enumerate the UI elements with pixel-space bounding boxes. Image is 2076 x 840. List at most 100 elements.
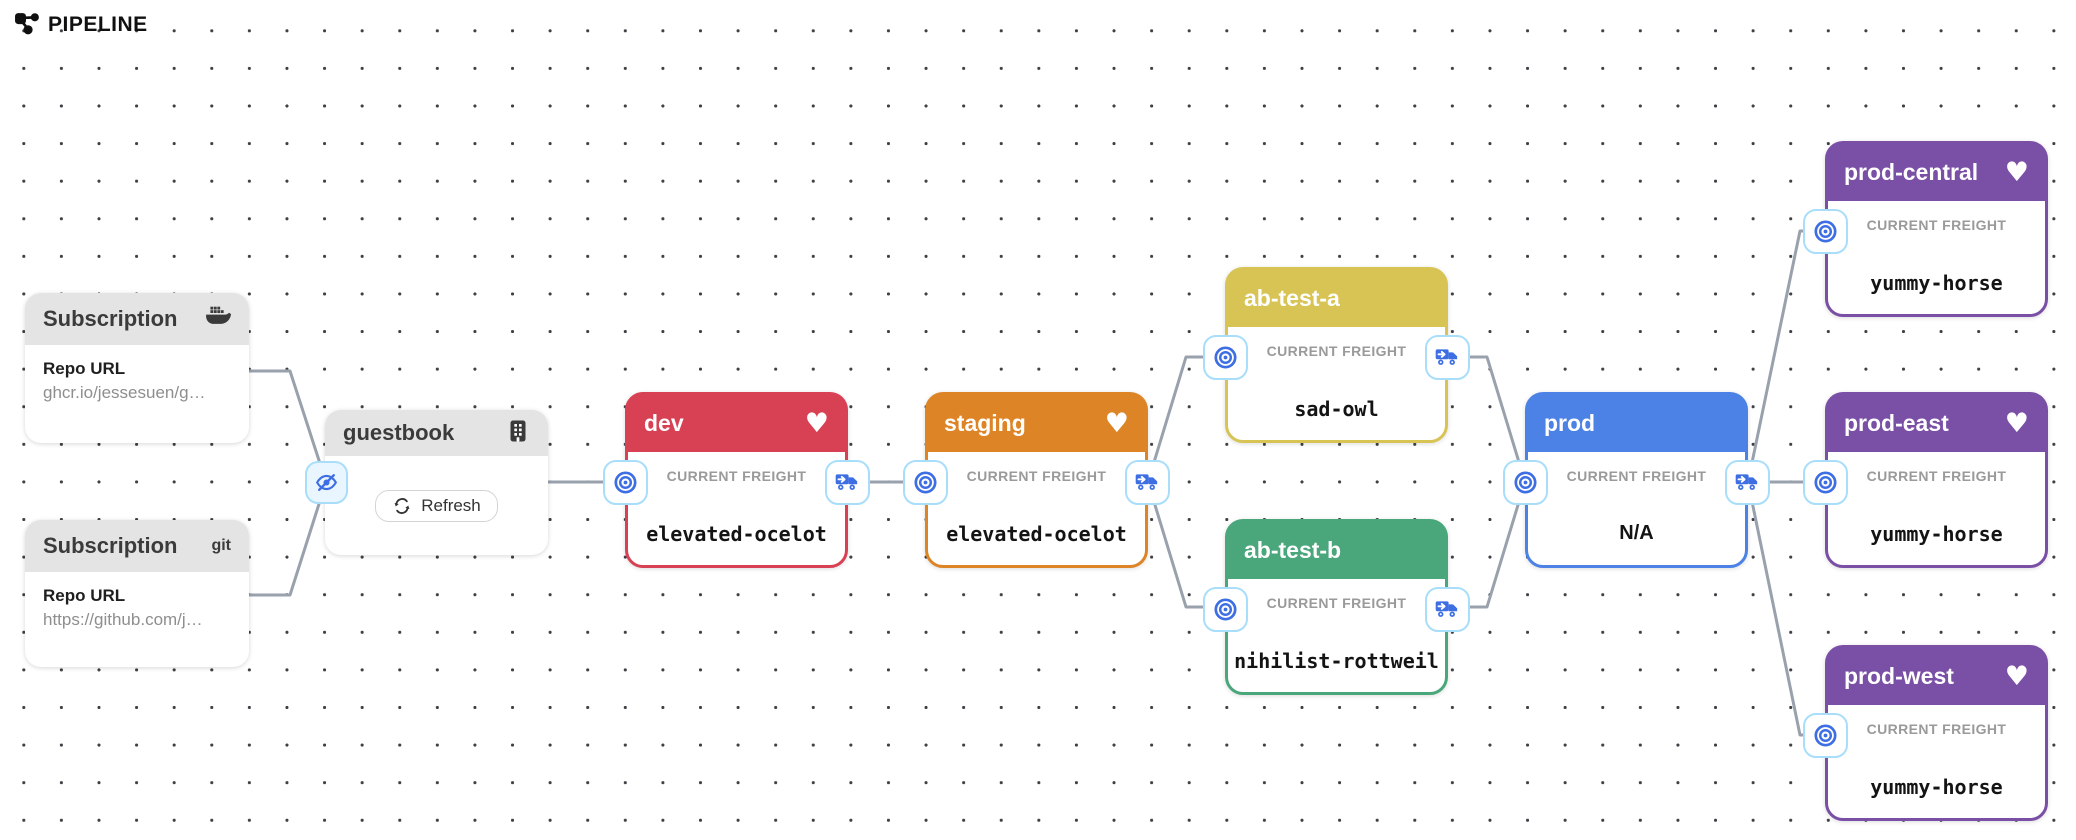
stage-body: CURRENT FREIGHT yummy-horse xyxy=(1828,468,2045,546)
stage-node-prod-east[interactable]: prod-east ♥ CURRENT FREIGHT yummy-horse xyxy=(1803,392,2048,568)
warehouse-node-guestbook[interactable]: guestbook xyxy=(325,410,548,555)
freight-label: CURRENT FREIGHT xyxy=(1866,468,2007,484)
freight-target-badge[interactable] xyxy=(1803,460,1848,505)
stage-node-prod-central[interactable]: prod-central ♥ CURRENT FREIGHT yummy-hor… xyxy=(1803,141,2048,317)
freight-name: N/A xyxy=(1619,522,1654,544)
stage-node-dev[interactable]: dev ♥ CURRENT FREIGHT elevated-ocelot xyxy=(603,392,870,568)
stage-header: prod ♥ xyxy=(1527,394,1746,452)
freight-name: yummy-horse xyxy=(1870,271,2003,295)
refresh-button[interactable]: Refresh xyxy=(375,490,498,522)
stage-title: prod xyxy=(1544,409,1596,436)
stage-header: dev ♥ xyxy=(627,394,846,452)
stage-node-ab-test-b[interactable]: ab-test-b ♥ CURRENT FREIGHT nihilist-rot… xyxy=(1203,519,1470,695)
page-title: PIPELINE xyxy=(48,13,148,36)
stage-body: CURRENT FREIGHT yummy-horse xyxy=(1828,217,2045,295)
freight-target-badge[interactable] xyxy=(1203,587,1248,632)
favorite-heart-icon[interactable]: ♥ xyxy=(2004,407,2029,439)
favorite-heart-icon[interactable]: ♥ xyxy=(804,407,829,439)
warehouse-icon xyxy=(506,419,530,448)
freight-target-badge[interactable] xyxy=(1803,209,1848,254)
subscription-body: Repo URL https://github.com/j… xyxy=(25,572,249,630)
stage-title: prod-central xyxy=(1844,158,1979,185)
freight-target-badge[interactable] xyxy=(903,460,948,505)
truck-icon xyxy=(1434,344,1461,371)
repo-url-label: Repo URL xyxy=(43,586,126,605)
edge xyxy=(247,369,328,484)
page-header: PIPELINE xyxy=(14,10,148,40)
refresh-icon xyxy=(392,496,412,516)
target-icon xyxy=(612,469,639,496)
stage-body: CURRENT FREIGHT sad-owl xyxy=(1228,343,1445,421)
truck-icon xyxy=(1134,469,1161,496)
repo-url-label: Repo URL xyxy=(43,359,126,378)
stage-header: ab-test-b ♥ xyxy=(1227,521,1446,579)
favorite-heart-icon[interactable]: ♥ xyxy=(2004,660,2029,692)
eye-slash-icon xyxy=(314,470,339,495)
stage-body: CURRENT FREIGHT N/A xyxy=(1528,468,1745,545)
docker-icon xyxy=(205,306,231,333)
truck-icon xyxy=(834,469,861,496)
truck-badge[interactable] xyxy=(1425,587,1470,632)
truck-badge[interactable] xyxy=(1725,460,1770,505)
stage-body: CURRENT FREIGHT elevated-ocelot xyxy=(928,468,1145,546)
warehouse-header: guestbook xyxy=(325,410,548,456)
stage-title: prod-west xyxy=(1844,662,1954,689)
stage-header: prod-central ♥ xyxy=(1827,143,2046,201)
freight-label: CURRENT FREIGHT xyxy=(966,468,1107,484)
target-icon xyxy=(1212,596,1239,623)
freight-target-badge[interactable] xyxy=(1203,335,1248,380)
subscription-node-image[interactable]: Subscription Repo URL ghcr.io/jessesuen/… xyxy=(25,293,249,443)
stage-header: prod-west ♥ xyxy=(1827,647,2046,705)
stage-node-prod[interactable]: prod ♥ CURRENT FREIGHT N/A xyxy=(1503,392,1770,568)
freight-target-badge[interactable] xyxy=(603,460,648,505)
refresh-label: Refresh xyxy=(421,496,481,515)
git-label: git xyxy=(211,537,231,554)
target-icon xyxy=(1212,344,1239,371)
freight-label: CURRENT FREIGHT xyxy=(1266,595,1407,611)
stage-node-prod-west[interactable]: prod-west ♥ CURRENT FREIGHT yummy-horse xyxy=(1803,645,2048,821)
stage-node-ab-test-a[interactable]: ab-test-a ♥ CURRENT FREIGHT sad-owl xyxy=(1203,267,1470,443)
stage-title: staging xyxy=(944,409,1026,436)
subscription-title: Subscription xyxy=(43,533,178,558)
subscription-header: Subscription git xyxy=(25,520,249,572)
warehouse-body: Refresh xyxy=(325,490,548,522)
stage-body: CURRENT FREIGHT yummy-horse xyxy=(1828,721,2045,799)
stage-title: prod-east xyxy=(1844,409,1949,436)
stage-body: CURRENT FREIGHT elevated-ocelot xyxy=(628,468,845,546)
subscription-header: Subscription xyxy=(25,293,249,345)
edge xyxy=(1746,229,1827,484)
repo-url-value: https://github.com/j… xyxy=(43,610,203,629)
stage-header: staging ♥ xyxy=(927,394,1146,452)
truck-badge[interactable] xyxy=(825,460,870,505)
stage-node-staging[interactable]: staging ♥ CURRENT FREIGHT elevated-ocelo… xyxy=(903,392,1170,568)
truck-badge[interactable] xyxy=(1425,335,1470,380)
warehouse-title: guestbook xyxy=(343,420,455,445)
pipeline-icon xyxy=(14,10,39,40)
freight-label: CURRENT FREIGHT xyxy=(666,468,807,484)
freight-name: yummy-horse xyxy=(1870,522,2003,546)
favorite-heart-icon[interactable]: ♥ xyxy=(1104,407,1129,439)
freight-target-badge[interactable] xyxy=(1803,713,1848,758)
freight-target-badge[interactable] xyxy=(1503,460,1548,505)
edge xyxy=(1746,480,1827,737)
subscription-node-git[interactable]: Subscription git Repo URL https://github… xyxy=(25,520,249,667)
truck-badge[interactable] xyxy=(1125,460,1170,505)
subscription-body: Repo URL ghcr.io/jessesuen/g… xyxy=(25,345,249,403)
target-icon xyxy=(1812,722,1839,749)
favorite-heart-icon[interactable]: ♥ xyxy=(2004,156,2029,188)
target-icon xyxy=(912,469,939,496)
subscription-title: Subscription xyxy=(43,306,178,331)
repo-url-value: ghcr.io/jessesuen/g… xyxy=(43,383,206,402)
freight-label: CURRENT FREIGHT xyxy=(1266,343,1407,359)
target-icon xyxy=(1512,469,1539,496)
stage-header: prod-east ♥ xyxy=(1827,394,2046,452)
freight-label: CURRENT FREIGHT xyxy=(1866,721,2007,737)
freight-name: sad-owl xyxy=(1294,397,1379,421)
freight-label: CURRENT FREIGHT xyxy=(1866,217,2007,233)
edge xyxy=(247,480,328,597)
target-icon xyxy=(1812,218,1839,245)
eye-hidden-badge[interactable] xyxy=(305,461,348,504)
freight-name: nihilist-rottweil xyxy=(1234,649,1439,673)
freight-name: yummy-horse xyxy=(1870,775,2003,799)
